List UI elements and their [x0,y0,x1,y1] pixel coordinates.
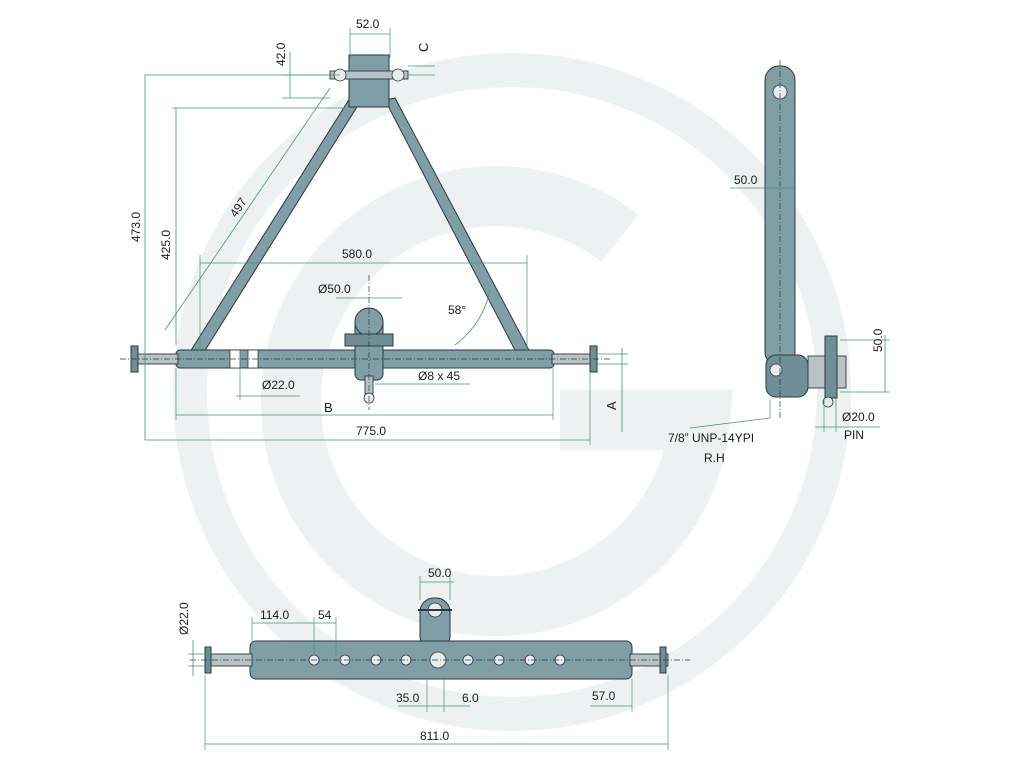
side-dim-width: 50.0 [734,173,758,187]
label-b: B [324,400,333,415]
dim-pin-spec: Ø8 x 45 [418,369,460,383]
dim-pin-offset: 42.0 [274,42,288,66]
dim-leg-span: 580.0 [342,247,372,261]
bottom-dim-center-right: 6.0 [462,691,479,705]
side-bracket [765,354,809,398]
bottom-dim-hole-offset: 114.0 [260,608,289,622]
bottom-dim-bracket-width: 50.0 [428,566,452,580]
bottom-dim-total-length: 811.0 [420,729,449,743]
top-pin-washer-right [391,68,405,82]
bottom-dim-shaft-diameter: Ø22.0 [177,602,191,635]
label-c: C [416,43,431,52]
side-dim-pin-diameter: Ø20.0 [842,410,875,424]
thread-spec-line2: R.H [704,451,725,465]
side-pivot [769,363,783,377]
dim-inner-height: 425.0 [159,230,173,260]
dim-bar-diameter: Ø22.0 [262,378,295,392]
bottom-view: 50.0 Ø22.0 114.0 54 35.0 6.0 57.0 811.0 [177,566,690,750]
dim-total-width: 775.0 [356,424,386,438]
side-clevis [824,335,838,399]
side-label-pin: PIN [844,428,864,442]
label-a: A [604,401,619,410]
bottom-dim-hole-pitch: 54 [318,608,332,622]
dim-total-height: 473.0 [129,212,143,242]
dim-hitch-diameter: Ø50.0 [318,282,351,296]
bottom-dim-center-left: 35.0 [396,691,420,705]
side-dim-bracket-height: 50.0 [871,328,885,352]
thread-spec-line1: 7/8” UNP-14YPI [668,431,754,445]
bottom-dim-end-offset: 57.0 [592,689,616,703]
dim-top-pin-width: 52.0 [356,17,380,31]
top-bracket [348,54,390,108]
dim-angle: 58° [448,303,466,317]
side-bottom-ring [822,396,834,408]
side-view: 50.0 50.0 Ø20.0 PIN 7/8” UNP-14YPI R.H [668,60,890,465]
